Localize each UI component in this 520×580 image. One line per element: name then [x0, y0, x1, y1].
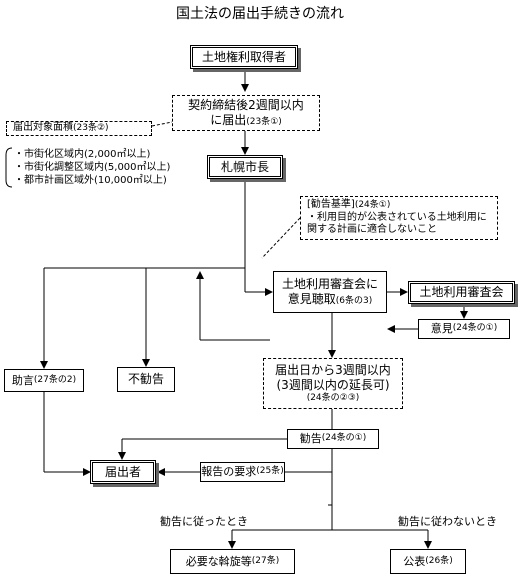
node-recommendation-label: 勧告	[299, 432, 322, 446]
node-criteria-title: [勧告基準](24条①)	[307, 199, 390, 212]
node-recommendation: 勧告(24条の①)	[287, 429, 379, 449]
node-criteria-body1: ・利用目的が公表されている土地利用に	[307, 211, 487, 223]
node-deadline-line2: (3週間以内の延長可)	[276, 377, 390, 392]
page-title: 国土法の届出手続きの流れ	[176, 6, 344, 22]
node-hearing: 土地利用審査会に 意見聴取(6条の3)	[273, 271, 387, 313]
node-contract-line1: 契約締結後2週間以内	[188, 97, 304, 112]
node-opinion: 意見(24条の①)	[418, 319, 510, 339]
node-criteria-title-ref: (24条①)	[354, 200, 391, 211]
node-hearing-line2-text: 意見聴取	[287, 291, 336, 306]
node-advice: 助言(27条の2)	[4, 369, 84, 392]
label-not-followed: 勧告に従わないとき	[398, 515, 497, 528]
node-publication-ref: (26条)	[425, 555, 453, 566]
node-notifier: 届出者	[90, 460, 156, 484]
node-criteria-title-text: [勧告基準]	[307, 199, 355, 211]
node-opinion-label: 意見	[430, 322, 453, 336]
node-report-request: 報告の要求(25条)	[200, 462, 285, 482]
node-mediation: 必要な斡旋等(27条)	[170, 549, 295, 574]
node-report-request-label: 報告の要求	[201, 465, 257, 479]
node-opinion-ref: (24条の①)	[452, 323, 498, 334]
node-acquirer: 土地権利取得者	[190, 45, 298, 69]
area-item-1: ・市街化区域内(2,000㎡以上)	[14, 149, 151, 160]
node-hearing-ref: (6条の3)	[335, 295, 373, 306]
node-publication: 公表(26条)	[390, 549, 466, 574]
node-deadline: 届出日から3週間以内 (3週間以内の延長可) (24条の②③)	[263, 358, 403, 409]
node-advice-label: 助言	[11, 373, 34, 387]
node-contract-line2: に届出(23条①)	[210, 113, 282, 128]
node-mediation-label: 必要な斡旋等	[185, 554, 252, 568]
node-area-title-ref: (23条②)	[73, 122, 109, 133]
node-mediation-ref: (27条)	[251, 555, 280, 566]
node-area-title-text: 届出対象面積	[13, 122, 73, 134]
node-acquirer-label: 土地権利取得者	[201, 49, 286, 64]
node-council: 土地利用審査会	[408, 281, 515, 304]
node-notifier-label: 届出者	[104, 464, 141, 479]
label-followed: 勧告に従ったとき	[160, 515, 248, 528]
node-publication-label: 公表	[403, 554, 426, 568]
node-mayor-label: 札幌市長	[220, 159, 269, 174]
node-criteria-body2: 関する計画に適合しないこと	[307, 224, 437, 236]
node-hearing-line1: 土地利用審査会に	[281, 276, 378, 291]
bracket-area-list	[5, 147, 13, 188]
node-deadline-line1: 届出日から3週間以内	[275, 362, 391, 377]
node-report-request-ref: (25条)	[256, 466, 284, 477]
node-contract-line2-text: に届出	[210, 112, 247, 127]
node-council-label: 土地利用審査会	[419, 285, 504, 299]
node-hearing-line2: 意見聴取(6条の3)	[288, 292, 373, 307]
node-contract-ref: (23条①)	[246, 116, 282, 127]
node-area-title: 届出対象面積(23条②)	[6, 121, 152, 136]
node-no-recommendation-label: 不勧告	[127, 372, 164, 386]
node-mayor: 札幌市長	[207, 155, 283, 179]
area-item-2: ・市街化調整区域内(5,000㎡以上)	[14, 162, 171, 173]
node-advice-ref: (27条の2)	[33, 374, 77, 385]
node-contract: 契約締結後2週間以内 に届出(23条①)	[172, 95, 320, 131]
node-recommendation-ref: (24条の①)	[321, 433, 367, 444]
node-deadline-ref: (24条の②③)	[306, 392, 360, 403]
dashed-criteria-to-mayor	[261, 217, 301, 259]
node-criteria: [勧告基準](24条①) ・利用目的が公表されている土地利用に 関する計画に適合…	[300, 196, 498, 240]
area-item-3: ・都市計画区域外(10,000㎡以上)	[14, 175, 167, 186]
node-no-recommendation: 不勧告	[117, 367, 175, 392]
